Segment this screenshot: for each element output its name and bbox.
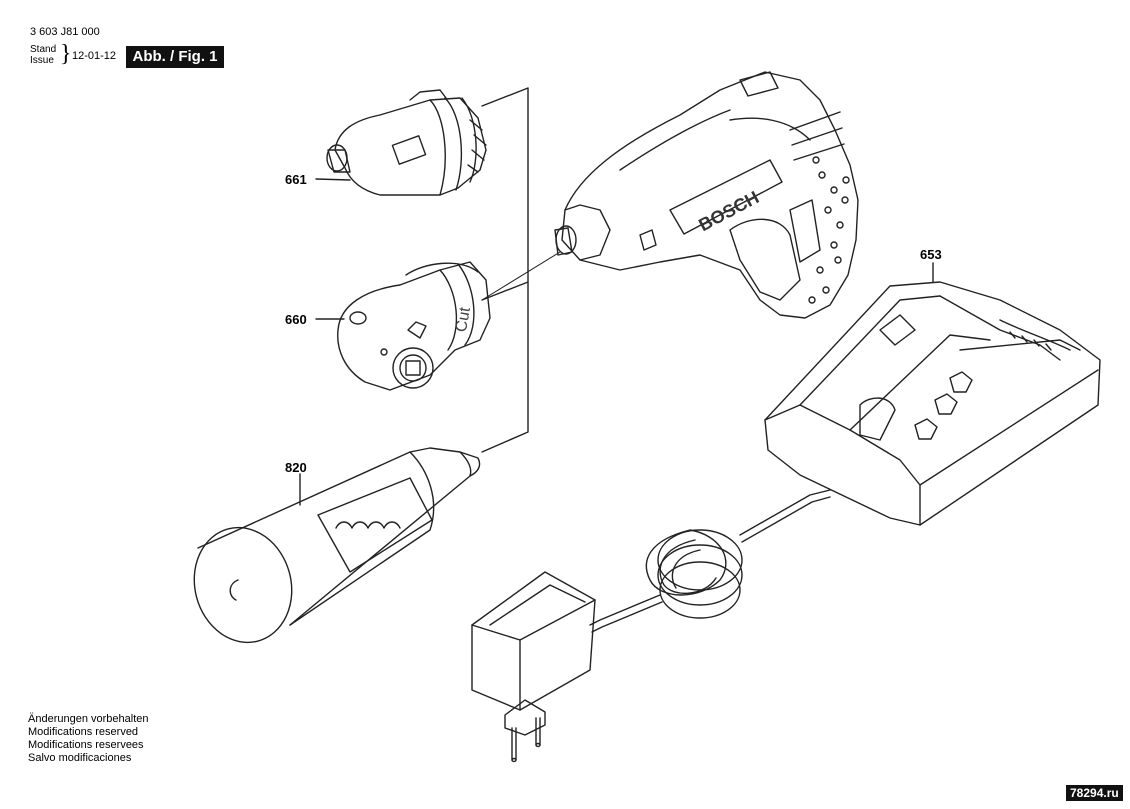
svg-text:Cut: Cut [453,305,474,333]
part-label-660: 660 [285,312,307,327]
note-line: Änderungen vorbehalten [28,713,149,725]
part-label-820: 820 [285,460,307,475]
note-line: Modifications reserved [28,726,139,738]
charger-cable-illustration [590,490,830,632]
screwdriver-main-tool-illustration: BOSCH [555,72,858,318]
issue-date: 12-01-12 [72,50,117,62]
watermark-badge: 78294.ru [1066,785,1123,801]
part-label-653: 653 [920,247,942,262]
note-line: Modifications reservees [28,739,144,751]
power-adapter-illustration [472,572,595,762]
issue-label: Issue [30,55,54,66]
charger-653-illustration [765,282,1100,525]
leader-line-661 [316,179,350,180]
storage-tube-820-illustration [182,448,480,653]
modification-notes: Änderungen vorbehalten Modifications res… [28,713,148,765]
figure-badge: Abb. / Fig. 1 [126,46,224,68]
svg-text:BOSCH: BOSCH [695,187,762,235]
accessory-bracket [482,88,560,452]
note-line: Salvo modificaciones [28,752,132,764]
document-number: 3 603 J81 000 [30,26,100,38]
adapter-661-illustration [327,90,486,195]
stand-label: Stand [30,44,57,55]
brace-symbol: } [60,41,72,67]
adapter-660-illustration: Cut [338,262,490,390]
part-label-661: 661 [285,172,307,187]
